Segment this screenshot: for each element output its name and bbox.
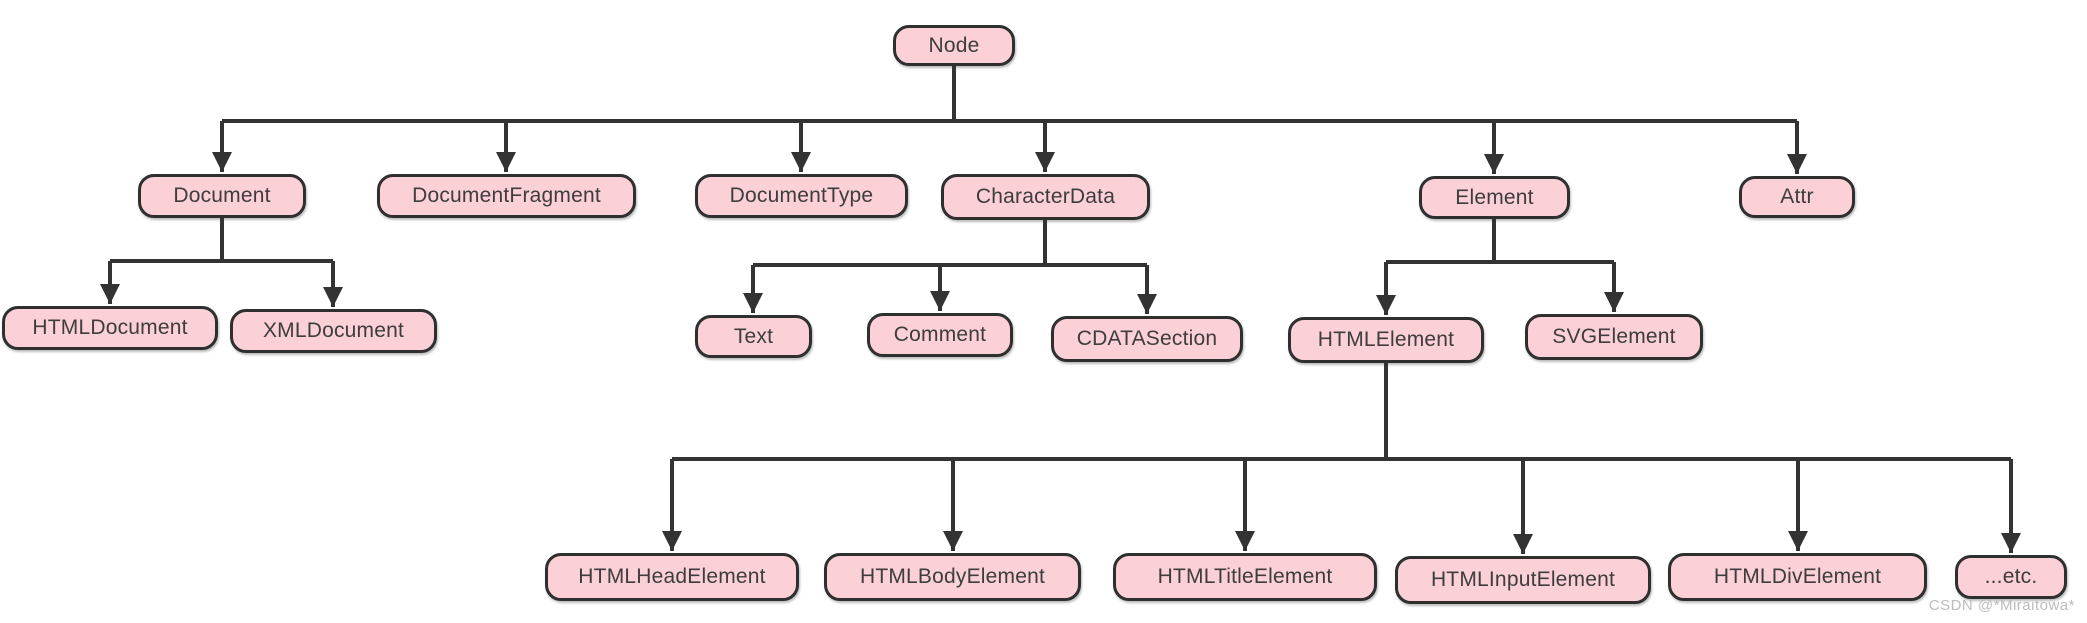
node-box-comment: Comment — [867, 313, 1013, 357]
node-box-htmlinputelement: HTMLInputElement — [1395, 556, 1651, 604]
node-label: Document — [173, 184, 271, 207]
node-box-etc: ...etc. — [1955, 555, 2067, 599]
node-label: Comment — [893, 323, 987, 346]
node-box-attr: Attr — [1739, 176, 1855, 218]
node-label: XMLDocument — [262, 319, 405, 342]
node-box-node: Node — [893, 25, 1015, 66]
node-label: Element — [1455, 185, 1534, 209]
node-label: CharacterData — [975, 185, 1116, 208]
node-label: HTMLBodyElement — [859, 565, 1046, 588]
node-box-htmlelement: HTMLElement — [1288, 317, 1484, 363]
node-label: DocumentFragment — [412, 184, 601, 207]
node-label: Text — [733, 324, 774, 348]
node-label: CDATASection — [1076, 327, 1218, 350]
node-label: Node — [928, 33, 980, 57]
node-box-htmlbodyelement: HTMLBodyElement — [824, 553, 1081, 601]
node-box-htmldocument: HTMLDocument — [2, 306, 218, 350]
node-box-document: Document — [138, 174, 306, 218]
node-box-cdatasection: CDATASection — [1051, 316, 1243, 362]
node-box-documentfragment: DocumentFragment — [377, 174, 636, 218]
node-label: DocumentType — [729, 184, 874, 207]
node-box-documenttype: DocumentType — [695, 174, 908, 218]
node-box-element: Element — [1419, 176, 1570, 219]
node-label: HTMLHeadElement — [578, 565, 766, 588]
node-label: HTMLTitleElement — [1157, 565, 1333, 588]
node-label: HTMLElement — [1317, 328, 1455, 351]
node-label: HTMLInputElement — [1430, 568, 1616, 591]
csdn-watermark: CSDN @*Miraitowa* — [1928, 597, 2075, 614]
node-label: HTMLDocument — [32, 316, 188, 339]
node-box-svgelement: SVGElement — [1525, 314, 1703, 360]
node-label: SVGElement — [1552, 325, 1676, 348]
node-label: HTMLDivElement — [1713, 565, 1882, 588]
node-box-htmltitleelement: HTMLTitleElement — [1113, 553, 1377, 601]
node-label: Attr — [1780, 185, 1814, 208]
node-box-xmldocument: XMLDocument — [230, 309, 437, 353]
node-box-characterdata: CharacterData — [941, 174, 1150, 220]
node-box-htmldivelement: HTMLDivElement — [1668, 553, 1927, 601]
node-box-htmlheadelement: HTMLHeadElement — [545, 553, 799, 601]
node-label: ...etc. — [1984, 565, 2038, 588]
node-box-text: Text — [695, 315, 812, 358]
